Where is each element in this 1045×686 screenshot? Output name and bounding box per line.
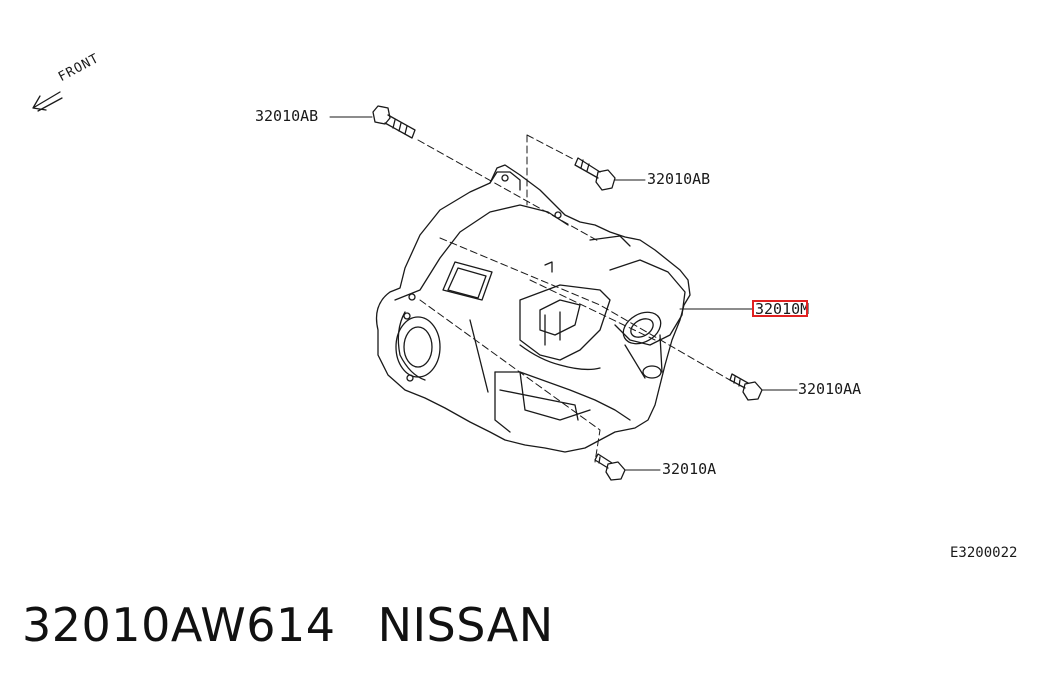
highlight-box — [752, 300, 808, 317]
bolt-top-left-icon — [372, 105, 416, 139]
leader-lines — [329, 116, 798, 471]
bolt-top-right-icon — [574, 157, 616, 191]
transmission-housing-drawing — [375, 164, 691, 453]
front-arrow-icon — [32, 91, 63, 112]
callout-housing[interactable]: 32010M — [755, 300, 810, 318]
brand-name: NISSAN — [377, 598, 554, 652]
part-number: 32010AW614 — [22, 598, 336, 652]
callout-bolt-bottom[interactable]: 32010A — [662, 460, 717, 478]
callout-bolt-top-right[interactable]: 32010AB — [647, 170, 711, 188]
callout-bolt-top-left[interactable]: 32010AB — [255, 107, 319, 125]
bolt-right-icon — [729, 373, 763, 401]
callout-bolt-right[interactable]: 32010AA — [798, 380, 862, 398]
part-title: 32010AW614 NISSAN — [22, 598, 554, 652]
installation-guide-lines — [417, 134, 736, 463]
figure-code: E3200022 — [950, 545, 1018, 561]
bolt-bottom-icon — [594, 453, 626, 481]
